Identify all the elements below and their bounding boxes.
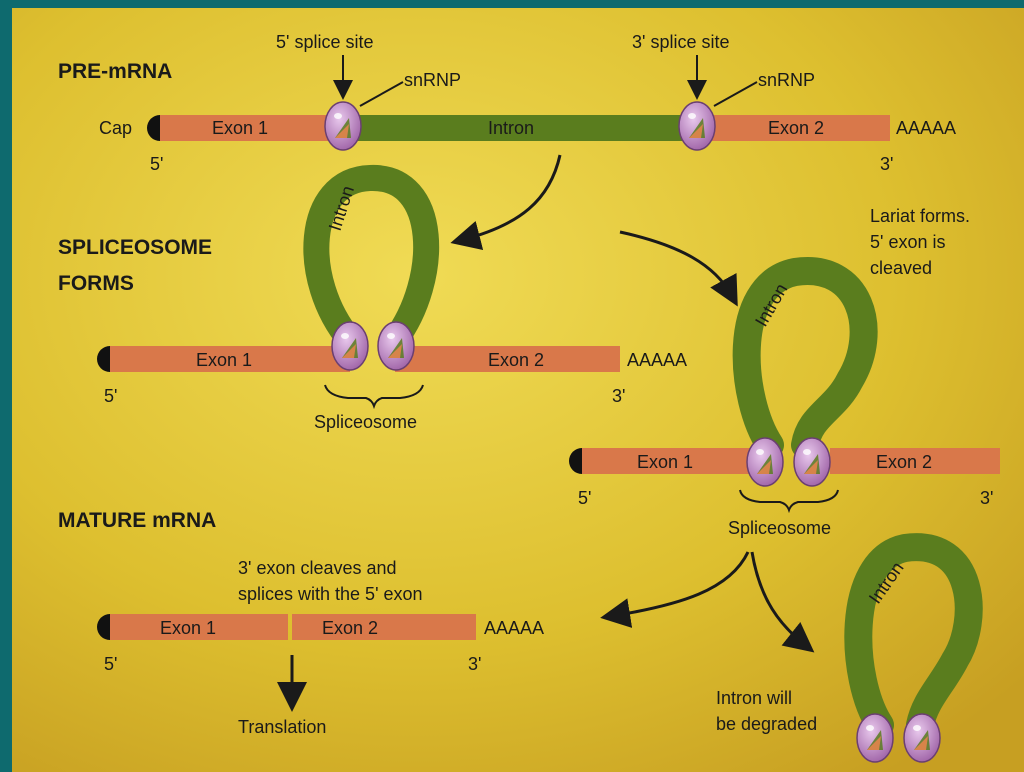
- sp-spliceosome-label: Spliceosome: [314, 412, 417, 432]
- la-five-end-label: 5': [578, 488, 591, 508]
- snrnp-left-label: snRNP: [404, 70, 461, 90]
- sp-three-end-label: 3': [612, 386, 625, 406]
- sp-five-end-label: 5': [104, 386, 117, 406]
- la-spliceosome-label: Spliceosome: [728, 518, 831, 538]
- heading-pre-mrna: PRE-mRNA: [58, 60, 172, 83]
- lariat-note-3: cleaved: [870, 258, 932, 278]
- la-three-end-label: 3': [980, 488, 993, 508]
- three-splice-site-label: 3' splice site: [632, 32, 729, 52]
- snrnp-left-icon: [325, 102, 361, 150]
- pre-three-end-label: 3': [880, 154, 893, 174]
- snrnp-right-label: snRNP: [758, 70, 815, 90]
- pre-exon2-label: Exon 2: [768, 118, 824, 138]
- pre-intron-label: Intron: [488, 118, 534, 138]
- heading-spliceosome-forms-1: SPLICEOSOME: [58, 236, 212, 259]
- degraded-note-1: Intron will: [716, 688, 792, 708]
- ma-polya-label: AAAAA: [484, 618, 544, 638]
- ma-three-end-label: 3': [468, 654, 481, 674]
- lariat-note-1: Lariat forms.: [870, 206, 970, 226]
- cap-label: Cap: [99, 118, 132, 138]
- pre-polya-label: AAAAA: [896, 118, 956, 138]
- la-snrnp-right-icon: [794, 438, 830, 486]
- sp-exon2-label: Exon 2: [488, 350, 544, 370]
- pre-exon1-label: Exon 1: [212, 118, 268, 138]
- mature-note-2: splices with the 5' exon: [238, 584, 423, 604]
- la-snrnp-left-icon: [747, 438, 783, 486]
- snrnp-right-icon: [679, 102, 715, 150]
- translation-label: Translation: [238, 717, 326, 737]
- sp-exon1-label: Exon 1: [196, 350, 252, 370]
- sp-snrnp-right-icon: [378, 322, 414, 370]
- sp-snrnp-left-icon: [332, 322, 368, 370]
- la-exon1-label: Exon 1: [637, 452, 693, 472]
- lariat-note-2: 5' exon is: [870, 232, 945, 252]
- ma-exon2-label: Exon 2: [322, 618, 378, 638]
- mature-note-1: 3' exon cleaves and: [238, 558, 397, 578]
- ma-exon2-bar: [292, 614, 476, 640]
- pre-five-end-label: 5': [150, 154, 163, 174]
- la-exon2-label: Exon 2: [876, 452, 932, 472]
- dg-snrnp-left-icon: [857, 714, 893, 762]
- ma-exon1-label: Exon 1: [160, 618, 216, 638]
- heading-spliceosome-forms-2: FORMS: [58, 272, 134, 295]
- heading-mature-mrna: MATURE mRNA: [58, 509, 216, 532]
- sp-polya-label: AAAAA: [627, 350, 687, 370]
- five-splice-site-label: 5' splice site: [276, 32, 373, 52]
- dg-snrnp-right-icon: [904, 714, 940, 762]
- degraded-note-2: be degraded: [716, 714, 817, 734]
- ma-five-end-label: 5': [104, 654, 117, 674]
- mature-strand: [97, 614, 476, 640]
